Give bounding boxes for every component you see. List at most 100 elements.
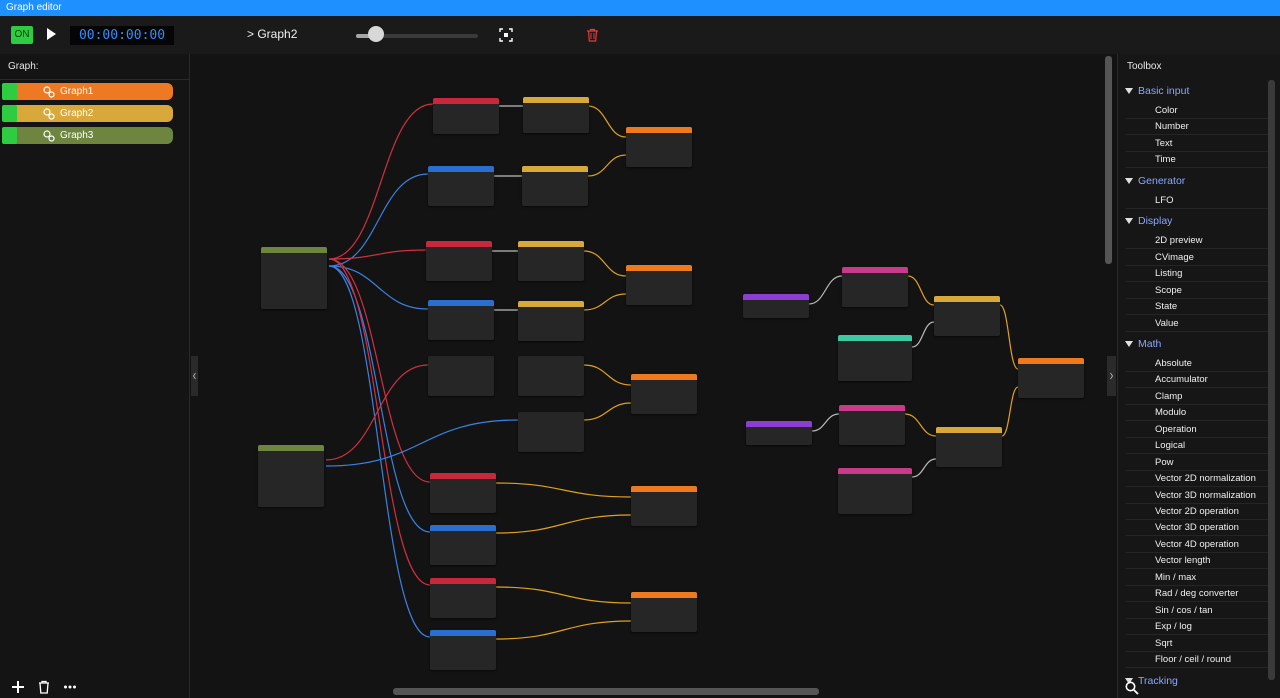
toolbox-item[interactable]: 2D preview <box>1126 233 1268 250</box>
graph-node[interactable] <box>839 405 905 445</box>
toolbox-category[interactable]: Tracking <box>1122 673 1272 689</box>
toolbox-item[interactable]: LFO <box>1126 193 1268 209</box>
toolbox-item[interactable]: Time <box>1126 152 1268 169</box>
collapse-left-panel-handle[interactable] <box>191 356 198 396</box>
graph-node[interactable] <box>430 630 496 670</box>
graph-node[interactable] <box>746 421 812 445</box>
graph-node[interactable] <box>430 578 496 618</box>
graph-node-header[interactable] <box>428 356 494 362</box>
toolbox-item[interactable]: Floor / ceil / round <box>1126 652 1268 669</box>
graph-node-header[interactable] <box>842 267 908 273</box>
graph-node-header[interactable] <box>626 127 692 133</box>
graph-node-header[interactable] <box>1018 358 1084 364</box>
graph-node[interactable] <box>518 356 584 396</box>
canvas-vertical-scrollbar[interactable] <box>1105 56 1112 264</box>
graph-node[interactable] <box>743 294 809 318</box>
graph-node[interactable] <box>631 486 697 526</box>
graph-node[interactable] <box>428 356 494 396</box>
graph-node[interactable] <box>934 296 1000 336</box>
toolbox-item[interactable]: Exp / log <box>1126 619 1268 636</box>
graph-node[interactable] <box>430 473 496 513</box>
toolbox-item[interactable]: State <box>1126 299 1268 316</box>
graph-node[interactable] <box>430 525 496 565</box>
graph-node[interactable] <box>631 374 697 414</box>
graph-node-header[interactable] <box>839 405 905 411</box>
graph-node-header[interactable] <box>518 412 584 418</box>
graph-node-header[interactable] <box>743 294 809 300</box>
toolbox-category[interactable]: Display <box>1122 213 1272 229</box>
graph-node[interactable] <box>518 241 584 281</box>
toolbox-item[interactable]: Text <box>1126 136 1268 152</box>
graph-node-header[interactable] <box>631 486 697 492</box>
graph-node[interactable] <box>842 267 908 307</box>
toolbox-item[interactable]: Clamp <box>1126 389 1268 405</box>
graph-node[interactable] <box>433 98 499 134</box>
graph-node[interactable] <box>518 412 584 452</box>
graph-node-header[interactable] <box>428 166 494 172</box>
graph-list-item[interactable]: Graph3 <box>2 127 173 144</box>
graph-node-header[interactable] <box>626 265 692 271</box>
graph-node[interactable] <box>626 265 692 305</box>
graph-node-header[interactable] <box>518 356 584 362</box>
graph-node[interactable] <box>523 97 589 133</box>
toolbox-item[interactable]: Logical <box>1126 438 1268 455</box>
graph-node-header[interactable] <box>631 374 697 380</box>
graph-node[interactable] <box>426 241 492 281</box>
toolbox-item[interactable]: Vector length <box>1126 553 1268 570</box>
graph-node-header[interactable] <box>522 166 588 172</box>
toolbox-item[interactable]: Vector 2D normalization <box>1126 471 1268 488</box>
toolbox-item[interactable]: Scope <box>1126 283 1268 299</box>
toolbox-item[interactable]: Accumulator <box>1126 372 1268 389</box>
toolbox-item[interactable]: Sqrt <box>1126 636 1268 652</box>
add-graph-icon[interactable] <box>11 680 25 694</box>
graph-node-header[interactable] <box>934 296 1000 302</box>
graph-node-header[interactable] <box>430 578 496 584</box>
play-icon[interactable] <box>47 28 56 40</box>
collapse-right-panel-handle[interactable] <box>1107 356 1116 396</box>
toolbox-item[interactable]: Rad / deg converter <box>1126 586 1268 603</box>
graph-node-header[interactable] <box>426 241 492 247</box>
graph-node-header[interactable] <box>430 525 496 531</box>
toolbox-category[interactable]: Basic input <box>1122 83 1272 99</box>
graph-node[interactable] <box>838 468 912 514</box>
canvas-horizontal-scrollbar[interactable] <box>393 688 819 695</box>
graph-enable-toggle[interactable] <box>2 127 17 144</box>
graph-node[interactable] <box>518 301 584 341</box>
graph-node-header[interactable] <box>746 421 812 427</box>
toolbox-category[interactable]: Generator <box>1122 173 1272 189</box>
graph-node-header[interactable] <box>838 335 912 341</box>
graph-node-header[interactable] <box>936 427 1002 433</box>
toolbox-item[interactable]: Modulo <box>1126 405 1268 422</box>
delete-graph-icon[interactable] <box>586 28 599 42</box>
graph-node-header[interactable] <box>433 98 499 104</box>
graph-node[interactable] <box>428 166 494 206</box>
toolbox-item[interactable]: Number <box>1126 119 1268 136</box>
fit-view-icon[interactable] <box>499 28 513 42</box>
graph-node[interactable] <box>1018 358 1084 398</box>
graph-node-header[interactable] <box>430 473 496 479</box>
toolbox-item[interactable]: Sin / cos / tan <box>1126 603 1268 619</box>
graph-list-item[interactable]: Graph2 <box>2 105 173 122</box>
toolbox-item[interactable]: CVimage <box>1126 250 1268 266</box>
graph-node-header[interactable] <box>838 468 912 474</box>
graph-node-header[interactable] <box>518 301 584 307</box>
toolbox-item[interactable]: Min / max <box>1126 570 1268 586</box>
graph-node-header[interactable] <box>258 445 324 451</box>
graph-node[interactable] <box>522 166 588 206</box>
graph-node[interactable] <box>936 427 1002 467</box>
graph-node-header[interactable] <box>430 630 496 636</box>
toolbox-item[interactable]: Color <box>1126 103 1268 119</box>
graph-node[interactable] <box>626 127 692 167</box>
toolbox-item[interactable]: Vector 4D operation <box>1126 537 1268 553</box>
search-icon[interactable] <box>1125 681 1139 695</box>
graph-node-header[interactable] <box>518 241 584 247</box>
on-toggle-button[interactable]: ON <box>11 26 33 44</box>
toolbox-scrollbar[interactable] <box>1268 80 1275 680</box>
graph-node-header[interactable] <box>523 97 589 103</box>
zoom-slider-track[interactable] <box>356 34 478 38</box>
toolbox-item[interactable]: Vector 3D operation <box>1126 520 1268 537</box>
toolbox-item[interactable]: Vector 2D operation <box>1126 504 1268 520</box>
toolbox-item[interactable]: Absolute <box>1126 356 1268 372</box>
graph-node[interactable] <box>258 445 324 507</box>
toolbox-item[interactable]: Operation <box>1126 422 1268 438</box>
